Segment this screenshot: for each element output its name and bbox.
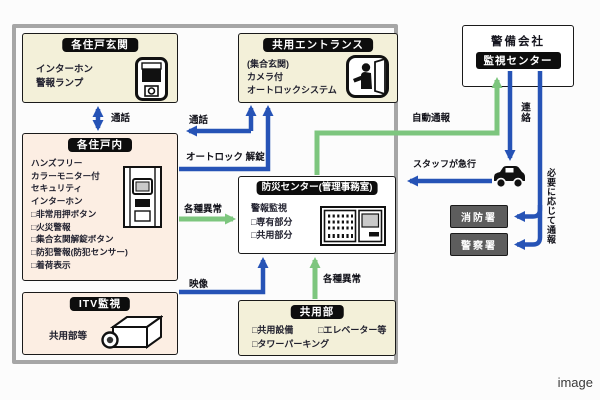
box-common-entrance-lines: (集合玄関) カメラ付 オートロックシステム (247, 58, 337, 97)
label-report-as-needed: 必要に応じて通報 (546, 168, 556, 244)
line: ハンズフリー (31, 158, 83, 168)
security-company-title: 警備会社 (491, 36, 545, 48)
label-contact: 連絡 (519, 102, 530, 123)
line: セキュリティ (31, 183, 83, 194)
line: □集合玄関解錠ボタン (31, 234, 114, 245)
common-area-item: □タワーパーキング (252, 339, 330, 349)
common-area-item: □共用設備 (252, 325, 294, 335)
box-entrance-unit: 各住戸玄関 インターホン 警報ランプ (22, 33, 178, 103)
common-area-item: □エレベーター等 (318, 325, 387, 335)
box-itv-lines: 共用部等 (49, 330, 87, 344)
box-common-area-title: 共用部 (290, 305, 344, 319)
line: □火災警報 (31, 221, 71, 232)
line: □着荷表示 (31, 259, 71, 270)
intercom-panel-icon (123, 166, 162, 228)
cctv-camera-icon (101, 315, 163, 349)
box-entrance-unit-lines: インターホン 警報ランプ (36, 63, 93, 92)
person-at-door-icon (346, 55, 389, 98)
label-video: 映像 (189, 279, 209, 290)
label-call-unit: 通話 (111, 113, 131, 124)
label-abnormal-unit: 各種異常 (184, 204, 223, 215)
line: □防犯警報(防犯センサー) (31, 247, 128, 258)
line: □共用部分 (251, 230, 293, 240)
control-panel-icon (320, 206, 386, 246)
line: 共用部等 (49, 331, 88, 342)
line: □非常用押ボタン (31, 208, 97, 219)
box-disaster-center-title: 防災センター(管理事務室) (256, 181, 378, 195)
box-entrance-unit-title: 各住戸玄関 (62, 38, 138, 52)
label-staff-dispatch: スタッフが急行 (413, 159, 477, 169)
label-autolock-unlock: オートロック 解錠 (186, 152, 265, 163)
box-police-station: 警察署 (450, 233, 508, 256)
box-unit-interior: 各住戸内 ハンズフリー カラーモニター付 セキュリティ インターホン □非常用押… (22, 133, 178, 281)
box-common-entrance: 共用エントランス (集合玄関) カメラ付 オートロックシステム (238, 33, 398, 103)
label-call-entrance: 通話 (189, 115, 209, 126)
doorbell-intercom-icon (135, 57, 168, 101)
line: 警報ランプ (36, 78, 84, 90)
arrow-report-fire (514, 71, 543, 222)
box-security-company: 警備会社 監視センター (462, 25, 574, 87)
box-itv-title: ITV監視 (69, 297, 131, 311)
box-common-entrance-title: 共用エントランス (263, 38, 373, 52)
monitoring-center-badge: 監視センター (475, 52, 561, 69)
line: オートロックシステム (247, 85, 337, 96)
line: 警報監視 (251, 203, 288, 213)
image-watermark: image (557, 375, 593, 390)
box-disaster-center-lines: 警報監視 □専有部分 □共用部分 (251, 202, 292, 243)
label-auto-report: 自動通報 (412, 113, 451, 124)
box-itv: ITV監視 共用部等 (22, 292, 178, 355)
label-abnormal-common: 各種異常 (323, 274, 362, 285)
line: □専有部分 (251, 216, 293, 227)
line: インターホン (31, 196, 83, 207)
line: (集合玄関) (247, 59, 289, 69)
building-frame (12, 24, 398, 364)
line: カラーモニター付 (31, 170, 100, 181)
line: インターホン (36, 64, 94, 75)
box-fire-department: 消防署 (450, 205, 508, 228)
box-disaster-center: 防災センター(管理事務室) 警報監視 □専有部分 □共用部分 (238, 176, 396, 254)
box-unit-interior-title: 各住戸内 (68, 138, 132, 152)
arrow-report-police (514, 205, 543, 250)
security-car-icon (494, 166, 525, 189)
box-common-area: 共用部 □共用設備 □エレベーター等 □タワーパーキング (238, 300, 396, 356)
line: カメラ付 (247, 72, 284, 83)
box-unit-interior-lines: ハンズフリー カラーモニター付 セキュリティ インターホン □非常用押ボタン □… (31, 157, 128, 271)
